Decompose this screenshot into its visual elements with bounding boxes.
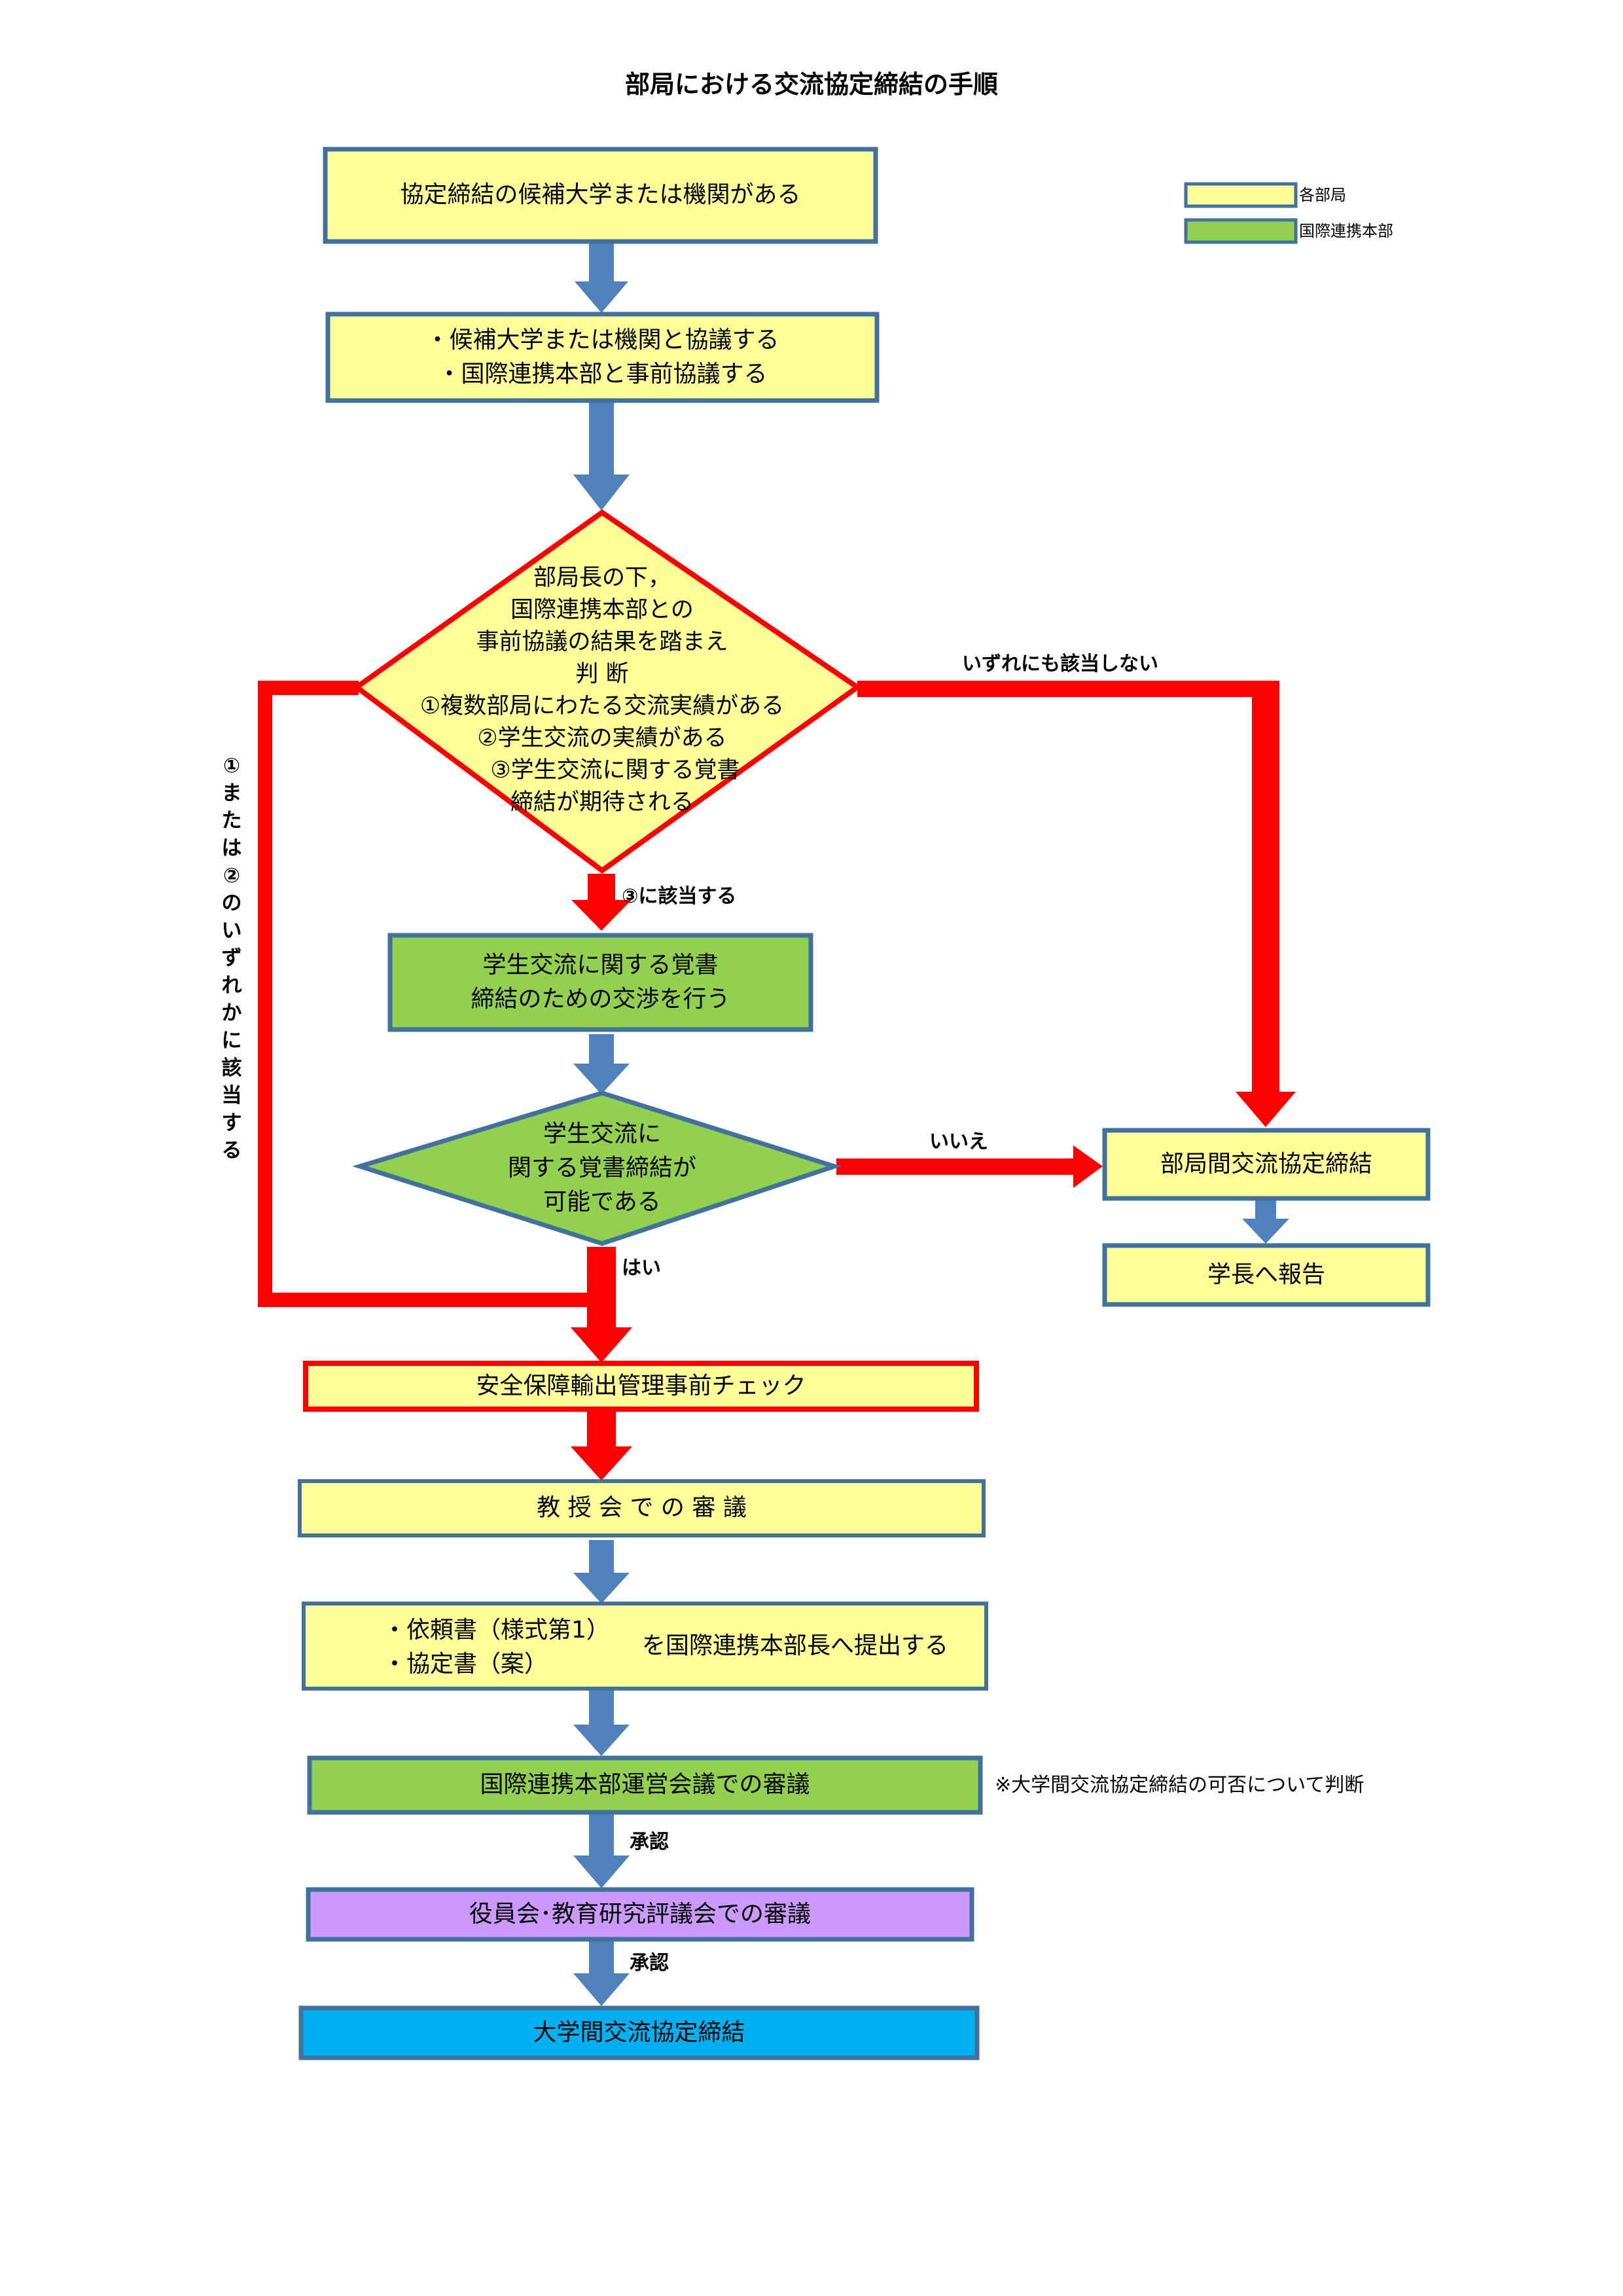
d1-line-6: ②学生交流の実績がある [477, 725, 727, 751]
step-hq-council-note: ※大学間交流協定締結の可否について判断 [995, 1774, 1364, 1797]
step-candidate-box [323, 147, 878, 244]
step-board-text: 役員会･教育研究評議会での審議 [469, 1900, 811, 1928]
step-negotiate-box [387, 933, 813, 1032]
arrow-s1-s2 [575, 243, 628, 313]
step-consult-text: ・候補大学または機関と協議する ・国際連携本部と事前協議する [328, 314, 877, 401]
step-candidate-text: 協定締結の候補大学または機関がある [400, 181, 801, 209]
legend-label-dept: 各部局 [1299, 185, 1346, 204]
s6-item-1: ・依頼書（様式第1） [383, 1617, 610, 1643]
step-dept-agreement-box [1102, 1128, 1431, 1201]
arrow-s3-d2 [573, 1034, 630, 1094]
vertical-char: か [221, 1001, 242, 1025]
d1-line-2: 国際連携本部との [510, 597, 694, 623]
step-negotiate-text: 学生交流に関する覚書 締結のための交渉を行う [390, 935, 811, 1030]
vertical-char: す [221, 1111, 242, 1135]
vertical-char: れ [221, 974, 242, 997]
label-no: いいえ [929, 1130, 988, 1154]
arrow-s8-s9 [573, 1941, 630, 2006]
d1-line-8: 締結が期待される [510, 789, 694, 816]
step-submit-items: ・依頼書（様式第1） ・協定書（案） [383, 1613, 632, 1679]
vertical-char: ま [221, 781, 242, 805]
step-submit-box [302, 1602, 988, 1691]
d2-line-2: 関する覚書締結が [507, 1154, 696, 1181]
d1-line-4: 判 断 [575, 661, 629, 687]
vertical-char: 該 [221, 1056, 242, 1080]
vertical-char: い [221, 919, 242, 942]
label-none-apply: いずれにも該当しない [962, 653, 1158, 676]
arrow-s4-s5 [571, 1410, 632, 1480]
legend-swatch-hq [1184, 218, 1298, 244]
d1-line-7: ③学生交流に関する覚書 [490, 757, 740, 783]
d1-line-3: 事前協議の結果を踏まえ [476, 629, 728, 655]
arrow-s6-s7 [573, 1691, 630, 1756]
step-submit-text: を国際連携本部長へ提出する [641, 1632, 948, 1659]
arrow-d1-r1 [857, 681, 1296, 1127]
decision-dept-head-text: 部局長の下， 国際連携本部との 事前協議の結果を踏まえ 判 断 ①複数部局にわた… [389, 553, 815, 828]
step-board-box [306, 1887, 974, 1942]
arrow-d2-r1 [836, 1145, 1103, 1188]
d1-line-1: 部局長の下， [533, 565, 671, 591]
step-consult-line-1: ・候補大学または機関と協議する [425, 326, 779, 353]
decision-mou-text: 学生交流に 関する覚書締結が 可能である [458, 1106, 746, 1230]
legend-label-hq: 国際連携本部 [1299, 221, 1393, 240]
step-export-check-text: 安全保障輸出管理事前チェック [476, 1372, 806, 1399]
s3-line-2: 締結のための交渉を行う [471, 986, 730, 1013]
step-consult-line-2: ・国際連携本部と事前協議する [437, 361, 768, 387]
step-interuniv-box [298, 2005, 980, 2060]
step-hq-council-text: 国際連携本部運営会議での審議 [480, 1771, 810, 1799]
step-interuniv-text: 大学間交流協定締結 [533, 2018, 745, 2046]
vertical-char: ① [223, 754, 241, 778]
vertical-char: に [221, 1029, 242, 1052]
step-hq-council-box [307, 1755, 983, 1815]
label-one-or-two: ① または ② のいずれかに該当する [219, 756, 245, 1168]
arrow-s5-s6 [573, 1540, 630, 1604]
label-approve-2: 承認 [630, 1952, 669, 1975]
vertical-char: る [221, 1139, 242, 1162]
d1-line-5: ①複数部局にわたる交流実績がある [419, 693, 785, 719]
vertical-char: ず [221, 946, 242, 970]
decision-dept-head [352, 509, 862, 874]
d2-line-1: 学生交流に [543, 1120, 661, 1147]
step-faculty-text: 教 授 会 で の 審 議 [537, 1494, 747, 1522]
legend-swatch-dept [1184, 182, 1298, 208]
label-only-3: ③に該当する [622, 885, 737, 908]
s3-line-1: 学生交流に関する覚書 [482, 951, 719, 978]
vertical-char: は [221, 836, 242, 860]
label-yes: はい [622, 1257, 661, 1280]
vertical-char: 当 [221, 1084, 242, 1107]
arrow-s7-s8 [573, 1813, 630, 1888]
page-title: 部局における交流協定締結の手順 [624, 70, 998, 99]
vertical-char: の [221, 891, 242, 915]
step-report-president-text: 学長へ報告 [1207, 1261, 1325, 1288]
decision-mou-possible [352, 1090, 842, 1246]
vertical-char: た [221, 809, 242, 833]
label-approve-1: 承認 [630, 1831, 669, 1854]
arrow-s2-d1 [573, 401, 630, 511]
arrow-d1-s3 [571, 874, 632, 931]
step-faculty-box [298, 1479, 986, 1537]
arrow-r1-r2 [1242, 1200, 1289, 1244]
step-export-check-box [303, 1361, 979, 1412]
step-consult-box [325, 312, 880, 403]
d2-line-3: 可能である [543, 1189, 661, 1216]
step-report-president-box [1102, 1243, 1431, 1307]
s6-item-2: ・協定書（案） [383, 1651, 548, 1678]
step-dept-agreement-text: 部局間交流協定締結 [1160, 1150, 1372, 1177]
vertical-char: ② [223, 864, 241, 888]
